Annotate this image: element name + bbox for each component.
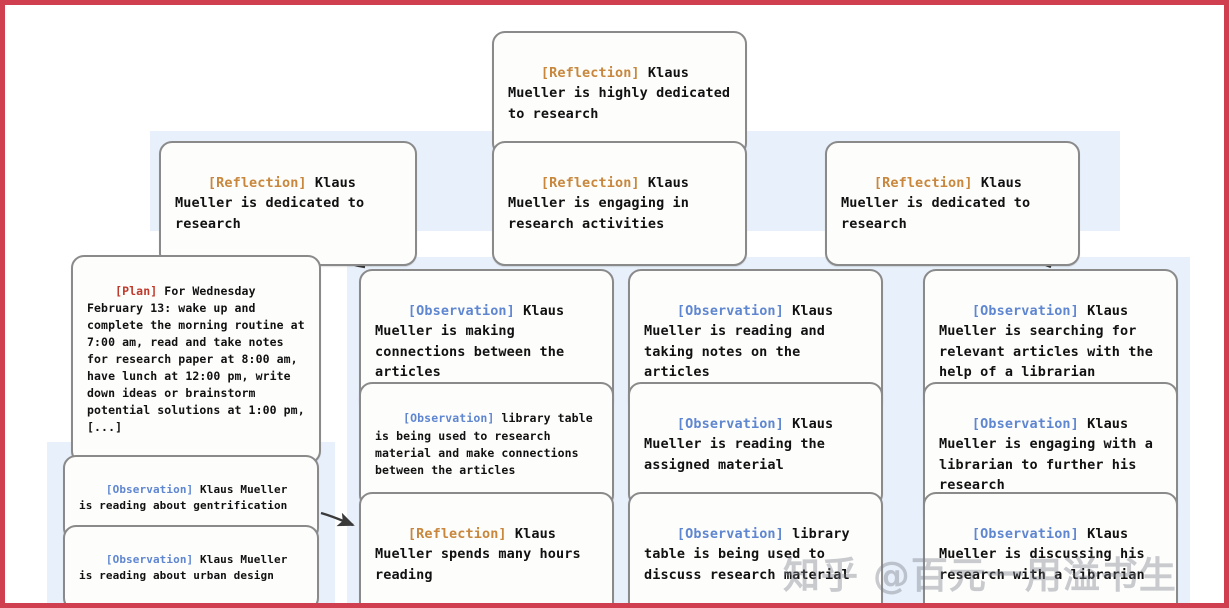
node-reflection-middle[interactable]: [Reflection] Klaus Mueller is engaging i… xyxy=(492,141,747,266)
node-reflection-hours-reading[interactable]: [Reflection] Klaus Mueller spends many h… xyxy=(359,492,614,603)
node-root-reflection[interactable]: [Reflection] Klaus Mueller is highly ded… xyxy=(492,31,747,156)
node-text: Klaus Mueller is searching for relevant … xyxy=(939,302,1162,381)
node-text: Klaus Mueller is reading and taking note… xyxy=(644,302,842,381)
node-reflection-right[interactable]: [Reflection] Klaus Mueller is dedicated … xyxy=(825,141,1080,266)
node-tag: [Observation] xyxy=(971,415,1079,432)
node-tag: [Observation] xyxy=(971,302,1079,319)
node-text: Klaus Mueller is reading about urban des… xyxy=(79,552,295,582)
node-reflection-left[interactable]: [Reflection] Klaus Mueller is dedicated … xyxy=(159,141,417,266)
node-text: Klaus Mueller is making connections betw… xyxy=(375,302,573,381)
node-text: Klaus Mueller is reading about gentrific… xyxy=(79,482,295,512)
node-text: For Wednesday February 13: wake up and c… xyxy=(87,284,312,435)
node-text: Klaus Mueller is dedicated to research xyxy=(175,174,373,232)
node-observation-urban-design[interactable]: [Observation] Klaus Mueller is reading a… xyxy=(63,525,319,603)
node-observation-library-table-discuss[interactable]: [Observation] library table is being use… xyxy=(628,492,883,603)
node-plan[interactable]: [Plan] For Wednesday February 13: wake u… xyxy=(71,255,321,465)
node-tag: [Reflection] xyxy=(540,64,640,81)
node-tag: [Observation] xyxy=(403,411,495,426)
node-text: Klaus Mueller is discussing his research… xyxy=(939,525,1153,583)
node-tag: [Plan] xyxy=(115,284,158,299)
node-tag: [Reflection] xyxy=(407,525,507,542)
node-tag: [Observation] xyxy=(105,552,194,566)
node-text: library table is being used to discuss r… xyxy=(644,525,858,583)
node-tag: [Observation] xyxy=(105,482,194,496)
node-tag: [Observation] xyxy=(676,415,784,432)
node-tag: [Reflection] xyxy=(207,174,307,191)
node-tag: [Reflection] xyxy=(540,174,640,191)
node-text: Klaus Mueller spends many hours reading xyxy=(375,525,589,583)
node-tag: [Observation] xyxy=(676,302,784,319)
node-observation-assigned-material[interactable]: [Observation] Klaus Mueller is reading t… xyxy=(628,382,883,507)
node-tag: [Observation] xyxy=(676,525,784,542)
node-text: Klaus Mueller is engaging in research ac… xyxy=(508,174,698,232)
node-tag: [Observation] xyxy=(971,525,1079,542)
node-text: Klaus Mueller is reading the assigned ma… xyxy=(644,415,842,473)
node-observation-discussing-research[interactable]: [Observation] Klaus Mueller is discussin… xyxy=(923,492,1178,603)
node-text: Klaus Mueller is engaging with a librari… xyxy=(939,415,1162,494)
node-text: library table is being used to research … xyxy=(375,411,600,477)
node-tag: [Reflection] xyxy=(873,174,973,191)
node-text: Klaus Mueller is highly dedicated to res… xyxy=(508,64,739,122)
node-tag: [Observation] xyxy=(407,302,515,319)
node-text: Klaus Mueller is dedicated to research xyxy=(841,174,1039,232)
node-observation-library-table-connections[interactable]: [Observation] library table is being use… xyxy=(359,382,614,508)
